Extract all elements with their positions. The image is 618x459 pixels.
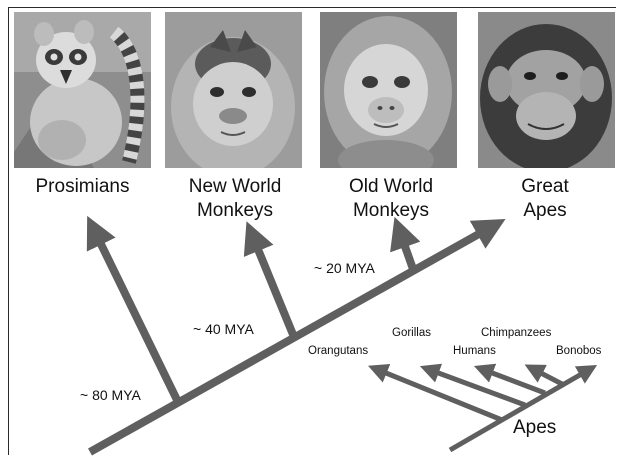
ape-label-orangutans: Orangutans [308,345,368,357]
apes-group-label: Apes [513,417,556,439]
divergence-age-40: ~ 40 MYA [193,321,254,337]
orangutan-branch [381,371,502,420]
ape-label-bonobos: Bonobos [556,345,601,357]
old-world-branch [402,238,413,269]
divergence-age-20: ~ 20 MYA [314,260,375,276]
ape-label-gorillas: Gorillas [392,327,431,339]
ape-label-chimpanzees: Chimpanzees [481,327,551,339]
chimpanzee-branch [537,371,562,384]
new-world-branch [255,242,294,337]
prosimian-branch [97,236,178,402]
human-branch [487,371,545,393]
divergence-age-80: ~ 80 MYA [80,387,141,403]
ape-label-humans: Humans [453,345,496,357]
